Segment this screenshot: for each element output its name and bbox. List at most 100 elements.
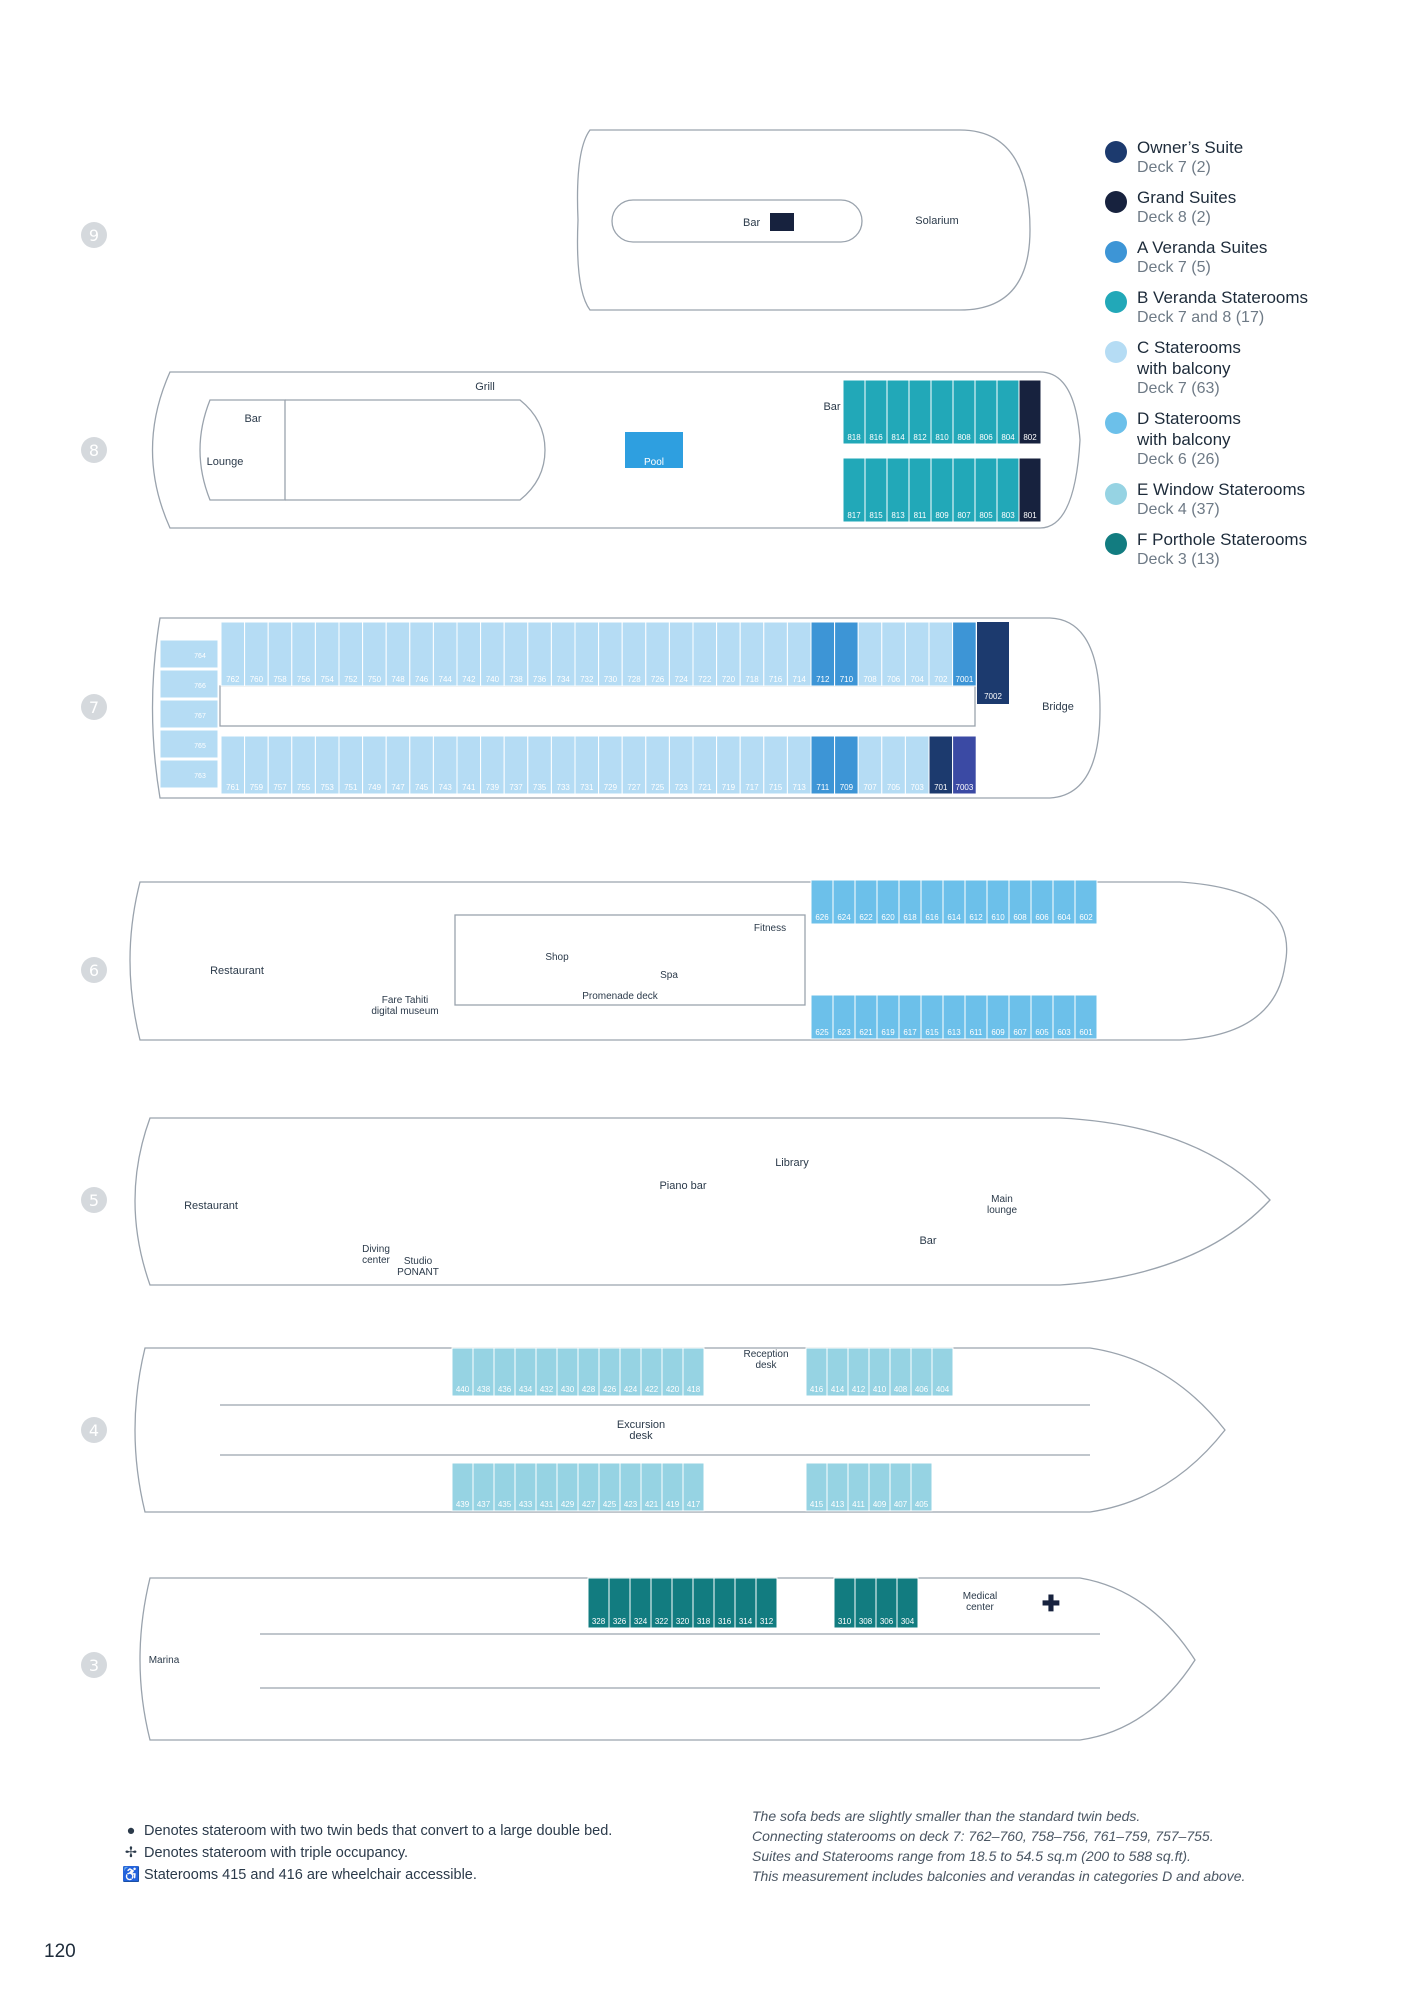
deck7-cabin-label: 742 [462, 675, 476, 684]
deck3-cabin-label: 304 [901, 1617, 915, 1626]
deck5-studio-label-1: Studio [404, 1256, 433, 1267]
deck4-cabin-label: 431 [540, 1500, 554, 1509]
deck7-cabin-label: 737 [509, 783, 523, 792]
deck4-cabin-405 [910, 1462, 933, 1512]
deck7-cabin-label: 708 [863, 675, 877, 684]
deck8-cabin-label: 803 [1001, 511, 1015, 520]
deck7-cabin-7001 [952, 621, 977, 687]
deck3-cabin-label: 328 [592, 1617, 606, 1626]
deck9-number: 9 [89, 226, 99, 245]
deck9-solarium-label: Solarium [915, 215, 958, 227]
deck7-cabin-label: 733 [557, 783, 571, 792]
deck6-cabin-label: 620 [881, 913, 895, 922]
deck4-cabin-label: 440 [456, 1385, 470, 1394]
deck6-cabin-label: 603 [1057, 1028, 1071, 1037]
deck7-cabin-label: 747 [391, 783, 405, 792]
deck5-library-label: Library [775, 1157, 809, 1169]
deck3-cabin-label: 312 [760, 1617, 774, 1626]
deck3-cabin-label: 326 [613, 1617, 627, 1626]
deck7-cabin-label: 723 [675, 783, 689, 792]
legend-name: E Window Staterooms [1137, 480, 1306, 499]
deck7-cabin-label: 724 [675, 675, 689, 684]
legend-name: Owner’s Suite [1137, 138, 1244, 157]
deck7-cabin-label: 740 [486, 675, 500, 684]
deck7-cabin-label: 766 [194, 683, 206, 690]
legend-swatch [1105, 291, 1127, 313]
legend-name: Grand Suites [1137, 188, 1237, 207]
deck6-cabin-label: 625 [815, 1028, 829, 1037]
deck3-cabin-312 [755, 1577, 778, 1629]
legend-swatch [1105, 533, 1127, 555]
fine-print-line: Connecting staterooms on deck 7: 762–760… [752, 1828, 1214, 1844]
deck8-cabin-label: 810 [935, 433, 949, 442]
deck7-cabin-label: 763 [194, 773, 206, 780]
deck7-cabin-label: 729 [604, 783, 618, 792]
deck3-number: 3 [89, 1656, 99, 1675]
deck6-cabin-label: 614 [947, 913, 961, 922]
deck6-badge [81, 957, 107, 983]
legend-deck: Deck 6 (26) [1137, 451, 1220, 468]
deck8-cabin-801 [1018, 457, 1042, 523]
note-row: ● Denotes stateroom with two twin beds t… [122, 1820, 613, 1842]
deck4-number: 4 [89, 1421, 99, 1440]
deck6-fare-tahiti-label: Fare Tahiti [382, 995, 429, 1006]
deck7-cabin-label: 726 [651, 675, 665, 684]
deck4-cabin-label: 423 [624, 1500, 638, 1509]
deck4-cabin-label: 430 [561, 1385, 575, 1394]
deck3-cabin-label: 322 [655, 1617, 669, 1626]
deck6-cabin-601 [1074, 994, 1098, 1040]
legend-item-c-staterooms: C Staterooms with balcony Deck 7 (63) [1105, 337, 1405, 408]
deck6-cabin-label: 606 [1035, 913, 1049, 922]
legend-deck: Deck 7 (2) [1137, 159, 1211, 176]
deck6-cabin-label: 615 [925, 1028, 939, 1037]
deck4-reception-label-2: desk [755, 1360, 777, 1371]
deck7-cabin-label: 730 [604, 675, 618, 684]
deck8-pool-label: Pool [644, 457, 664, 468]
deck4-cabin-404 [931, 1347, 954, 1397]
deck7-cabin-764 [159, 639, 219, 669]
deck7-cabin-label: 767 [194, 713, 206, 720]
legend-item-a-veranda-suites: A Veranda Suites Deck 7 (5) [1105, 237, 1405, 287]
note-text: Denotes stateroom with two twin beds tha… [144, 1823, 613, 1839]
deck7-cabin-763 [159, 759, 219, 789]
wheelchair-icon: ♿ [122, 1867, 141, 1883]
deck8-cabin-label: 802 [1023, 433, 1037, 442]
deck6-cabin-label: 612 [969, 913, 983, 922]
deck8-number: 8 [89, 441, 99, 460]
deck6-restaurant-label: Restaurant [210, 965, 264, 977]
deck6-cabin-label: 604 [1057, 913, 1071, 922]
deck8-cabin-label: 812 [913, 433, 927, 442]
deck9-marker [770, 213, 794, 231]
legend-swatch [1105, 412, 1127, 434]
deck4-hull [134, 1347, 1226, 1513]
deck9-hull [576, 129, 1031, 311]
deck5-bar-label: Bar [919, 1235, 936, 1247]
deck4-cabin-label: 434 [519, 1385, 533, 1394]
deck7-cabin-label: 735 [533, 783, 547, 792]
deck6-cabin-label: 609 [991, 1028, 1005, 1037]
deck4-cabin-418 [682, 1347, 705, 1397]
deck3-hull [139, 1577, 1196, 1741]
note-text: Staterooms 415 and 416 are wheelchair ac… [144, 1867, 477, 1883]
deck7-cabin-label: 711 [816, 783, 829, 792]
deck7-cabin-label: 755 [297, 783, 311, 792]
deck6-hull [129, 881, 1288, 1041]
deck7-cabin-label: 725 [651, 783, 665, 792]
deck8-cabin-label: 818 [847, 433, 861, 442]
deck6-museum-label: digital museum [371, 1006, 438, 1017]
deck8-bar-fwd-label: Bar [823, 401, 840, 413]
deck4-cabin-label: 425 [603, 1500, 617, 1509]
deck8-cabin-label: 804 [1001, 433, 1015, 442]
deck4-cabin-label: 424 [624, 1385, 638, 1394]
deck7-cabin-label: 750 [368, 675, 382, 684]
deck3-cabin-304 [896, 1577, 919, 1629]
deck7-cabin-label: 746 [415, 675, 429, 684]
deck4-excursion-label-2: desk [629, 1430, 653, 1442]
deck7-cabin-label: 739 [486, 783, 500, 792]
deck5-diving-label-1: Diving [362, 1244, 390, 1255]
deck5-studio-label-2: PONANT [397, 1267, 439, 1278]
legend-name: B Veranda Staterooms [1137, 288, 1309, 307]
